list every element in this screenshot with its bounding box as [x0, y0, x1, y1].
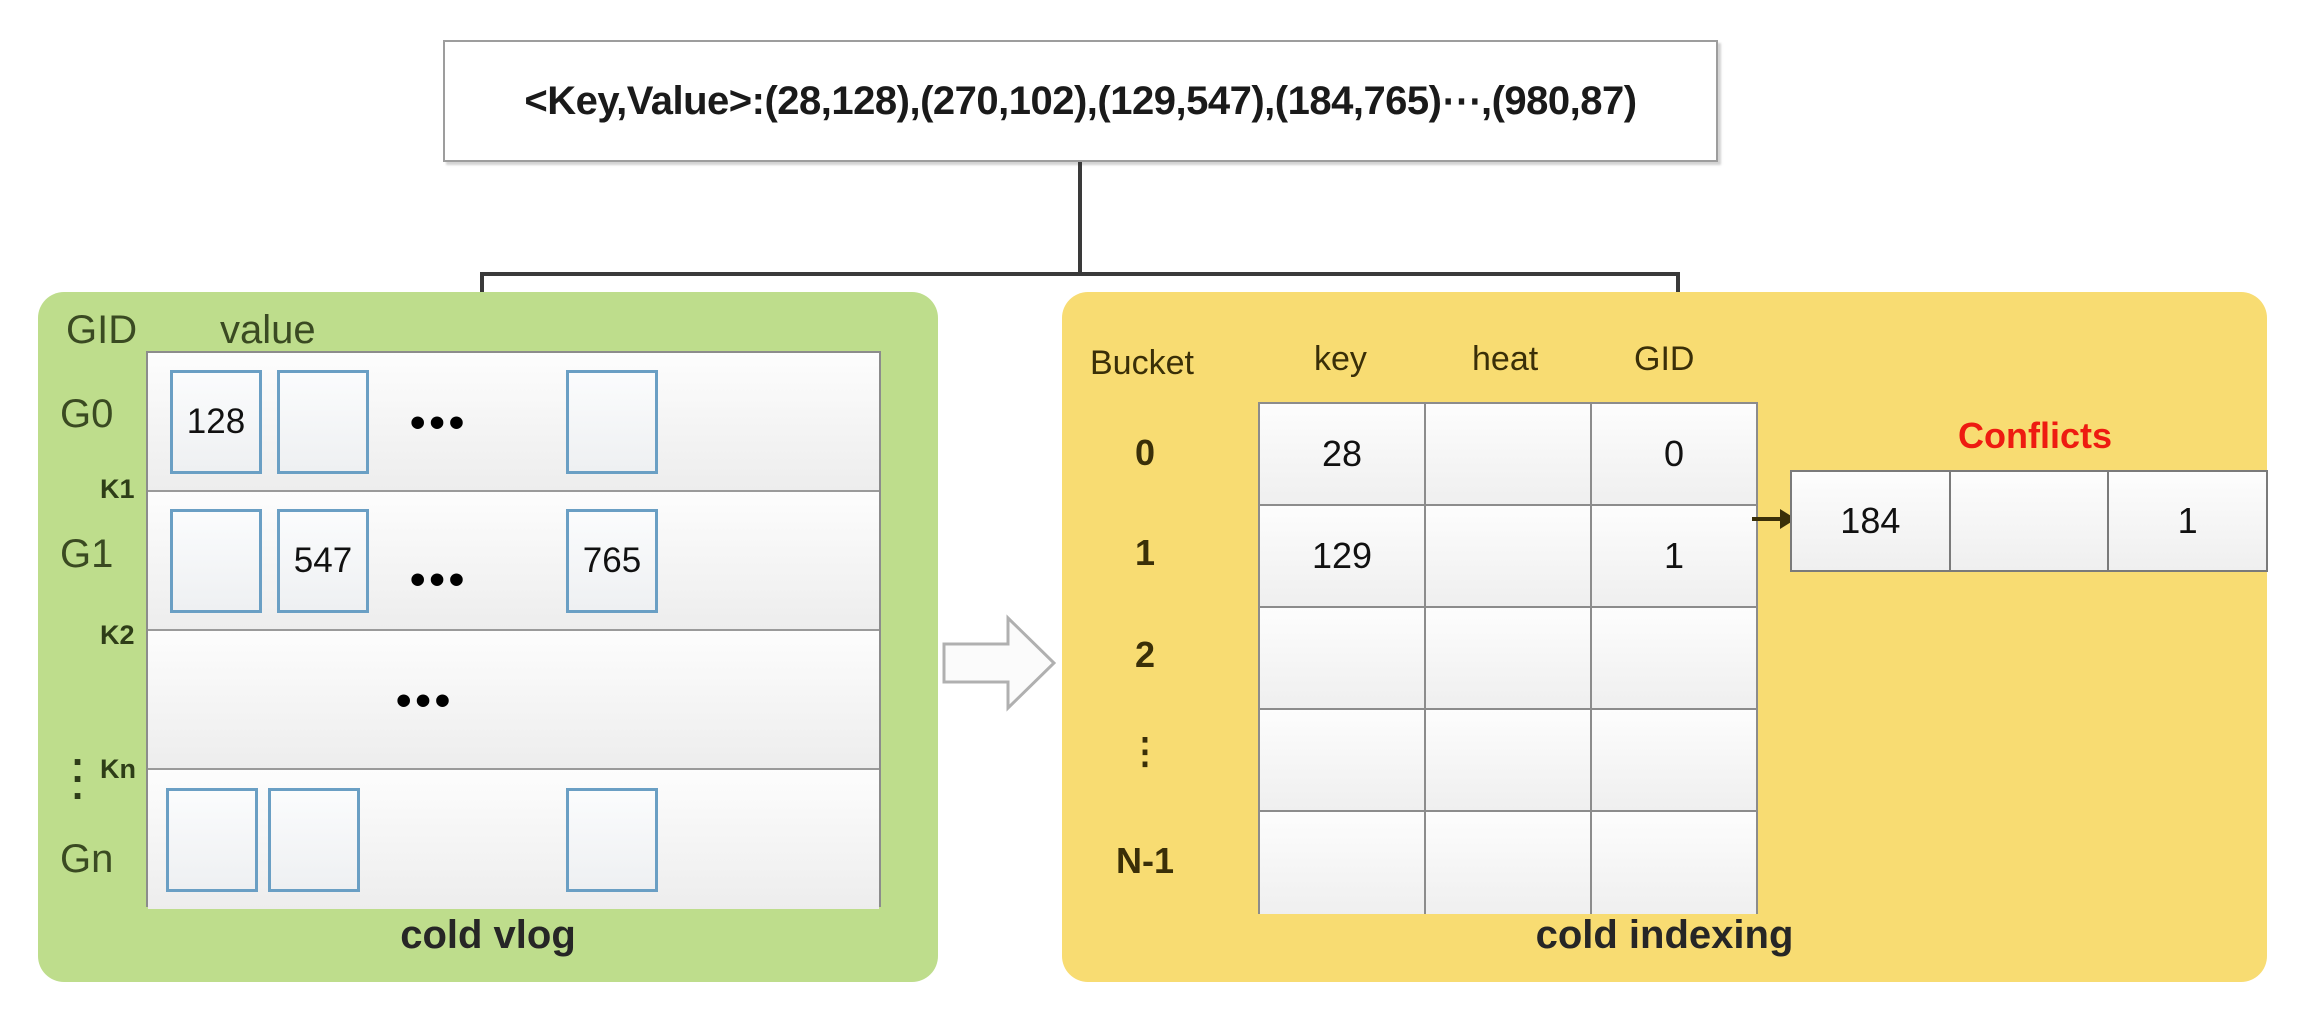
conflict-arrow-icon [1752, 509, 1796, 529]
transfer-block-arrow-icon [942, 614, 1056, 712]
index-cell-key: 129 [1260, 506, 1426, 606]
vlog-cell: 547 [277, 508, 369, 613]
index-cell-gid [1592, 710, 1756, 810]
index-table-row [1260, 608, 1756, 710]
connector-horizontal-bar [480, 272, 1680, 276]
index-bucket-label-0: 0 [1134, 432, 1156, 473]
vlog-table: 128 ••• 547 ••• 765 ••• [146, 351, 881, 909]
connector-vertical-trunk [1078, 162, 1082, 276]
conflicts-label: Conflicts [1957, 415, 2112, 456]
index-header-bucket: Bucket [1090, 344, 1194, 382]
index-cell-gid: 1 [1663, 535, 1685, 576]
vlog-row-ellipsis-icon: ••• [410, 398, 469, 447]
key-value-source-box: <Key,Value>:(28,128),(270,102),(129,547)… [443, 40, 1718, 162]
vlog-cell [166, 787, 258, 892]
index-header-heat: heat [1472, 340, 1539, 378]
index-cell-key: 28 [1260, 404, 1426, 504]
vlog-key-label-k2: K2 [100, 620, 135, 650]
vlog-middle-ellipsis-icon: ••• [396, 676, 455, 725]
vlog-header-value: value [220, 308, 316, 352]
conflicts-cell-heat [1951, 472, 2110, 570]
vlog-row-g0: 128 ••• [148, 353, 879, 492]
vlog-row-g1: 547 ••• 765 [148, 492, 879, 631]
index-cell-heat [1426, 506, 1592, 606]
conflicts-table: 184 1 [1790, 470, 2268, 572]
vlog-row-ellipsis-icon: ••• [410, 555, 469, 604]
vlog-key-label-k1: K1 [100, 474, 135, 504]
vlog-cell [566, 369, 658, 474]
vlog-cell [277, 369, 369, 474]
index-bucket-label-2: 2 [1134, 634, 1156, 675]
index-cell-gid: 0 [1663, 433, 1685, 474]
index-cell-key [1260, 710, 1426, 810]
vlog-gid-label-gn: Gn [60, 837, 114, 881]
index-cell-key [1260, 608, 1426, 708]
index-bucket-label-1: 1 [1134, 532, 1156, 573]
index-cell-heat [1426, 608, 1592, 708]
vlog-gid-label-g0: G0 [60, 392, 114, 436]
index-bucket-label-ellipsis: ⋮ [1127, 730, 1163, 771]
index-cell-gid [1592, 812, 1756, 914]
vlog-caption: cold vlog [400, 913, 576, 957]
index-cell-heat [1426, 710, 1592, 810]
index-table-row [1260, 812, 1756, 914]
conflicts-cell-gid: 1 [2177, 500, 2198, 541]
vlog-vertical-ellipsis-icon: ... [72, 730, 84, 808]
conflicts-cell-key: 184 [1792, 472, 1951, 570]
vlog-row-middle-ellipsis: ••• [148, 631, 879, 770]
index-cell-gid [1592, 608, 1756, 708]
index-header-gid: GID [1634, 340, 1695, 378]
index-cell-heat [1426, 404, 1592, 504]
index-caption: cold indexing [1535, 913, 1794, 957]
index-cell-heat [1426, 812, 1592, 914]
vlog-cell: 128 [170, 369, 262, 474]
cold-vlog-panel: GID value G0 G1 Gn K1 K2 Kn ... 128 ••• … [38, 292, 938, 982]
index-table-row [1260, 710, 1756, 812]
key-value-source-text: <Key,Value>:(28,128),(270,102),(129,547)… [524, 79, 1637, 123]
index-table-row: 129 1 [1260, 506, 1756, 608]
index-table-row: 28 0 [1260, 404, 1756, 506]
index-cell-key [1260, 812, 1426, 914]
vlog-gid-label-g1: G1 [60, 532, 114, 576]
index-bucket-label-n-1: N-1 [1115, 840, 1174, 881]
index-header-key: key [1314, 340, 1367, 378]
vlog-row-gn [148, 770, 879, 909]
vlog-key-label-kn: Kn [100, 754, 136, 784]
index-table: 28 0 129 1 [1258, 402, 1758, 914]
vlog-cell [170, 508, 262, 613]
vlog-cell [566, 787, 658, 892]
cold-indexing-panel: Bucket key heat GID 0 1 2 ⋮ N-1 28 0 129… [1062, 292, 2267, 982]
vlog-header-gid: GID [66, 308, 138, 352]
vlog-cell: 765 [566, 508, 658, 613]
vlog-cell [268, 787, 360, 892]
